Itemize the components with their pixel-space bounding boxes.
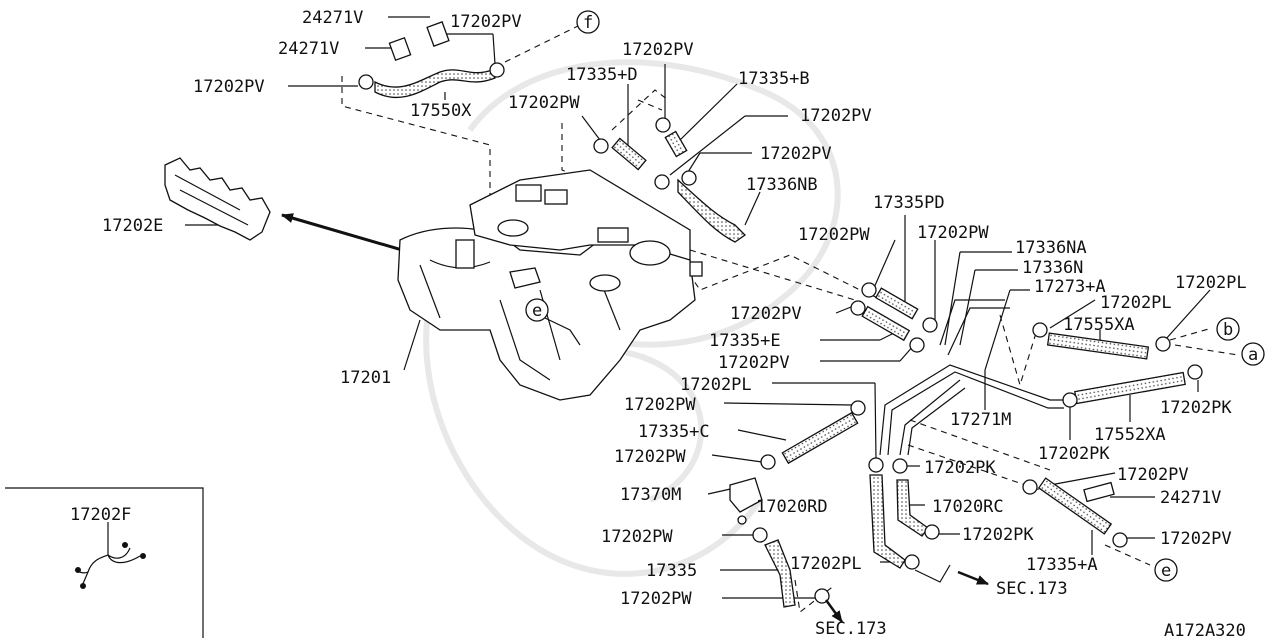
label-17202pw-c1: 17202PW bbox=[798, 225, 870, 245]
label-sec173-bottom: SEC.173 bbox=[815, 619, 887, 638]
label-17202pw-l3: 17202PW bbox=[601, 527, 673, 547]
hose-clamps bbox=[358, 62, 1203, 604]
label-17202pv-br1: 17202PV bbox=[1117, 465, 1189, 485]
label-17202pk-m: 17202PK bbox=[1038, 444, 1110, 464]
label-17336na: 17336NA bbox=[1015, 238, 1087, 258]
label-17271m: 17271M bbox=[950, 410, 1011, 430]
label-17273-a: 17273+A bbox=[1034, 277, 1106, 297]
label-24271v-second: 24271V bbox=[278, 39, 339, 59]
callout-e-bottom: e bbox=[1154, 558, 1178, 582]
label-17202f: 17202F bbox=[70, 505, 131, 525]
label-17202pv-mid: 17202PV bbox=[622, 40, 694, 60]
callout-e-tank-letter: e bbox=[532, 301, 542, 321]
label-17202e: 17202E bbox=[102, 216, 163, 236]
label-17202pv-left: 17202PV bbox=[193, 77, 265, 97]
label-17335-b: 17335+B bbox=[738, 69, 810, 89]
label-17202pv-br2: 17202PV bbox=[1160, 529, 1232, 549]
label-17335pd: 17335PD bbox=[873, 193, 945, 213]
label-17202pl-r2: 17202PL bbox=[1100, 293, 1172, 313]
label-24271v-right: 24271V bbox=[1160, 488, 1221, 508]
label-17202pk-r: 17202PK bbox=[1160, 398, 1232, 418]
callout-b-letter: b bbox=[1223, 320, 1233, 340]
label-17202pw-top: 17202PW bbox=[508, 93, 580, 113]
label-17335-e: 17335+E bbox=[709, 331, 781, 351]
label-17202pw-c2: 17202PW bbox=[917, 223, 989, 243]
sec-arrow-right bbox=[957, 570, 989, 586]
label-17336n: 17336N bbox=[1022, 258, 1083, 278]
sec-arrow-bottom bbox=[824, 599, 844, 623]
label-17201: 17201 bbox=[340, 368, 391, 388]
label-17202pv-r1: 17202PV bbox=[800, 106, 872, 126]
label-17202pk-b: 17202PK bbox=[962, 525, 1034, 545]
label-17202pw-l1: 17202PW bbox=[624, 395, 696, 415]
inset-box-17202f bbox=[5, 487, 204, 638]
label-17202pw-l2: 17202PW bbox=[614, 447, 686, 467]
label-17335-d: 17335+D bbox=[566, 65, 638, 85]
label-17202pv-c1: 17202PV bbox=[730, 304, 802, 324]
label-17202pl-mid: 17202PL bbox=[680, 375, 752, 395]
label-17202pv-c2: 17202PV bbox=[718, 353, 790, 373]
label-17202pl-r1: 17202PL bbox=[1175, 273, 1247, 293]
part-labels: 24271V 17202PV 24271V 17202PV 17550X 172… bbox=[70, 8, 1247, 638]
label-sec173-right: SEC.173 bbox=[996, 579, 1068, 599]
label-pads bbox=[388, 21, 1115, 503]
label-24271v-top: 24271V bbox=[302, 8, 363, 28]
label-17335-a: 17335+A bbox=[1026, 555, 1098, 575]
label-17202pv-r2: 17202PV bbox=[760, 144, 832, 164]
label-17202pv-top: 17202PV bbox=[450, 12, 522, 32]
callout-e-tank: e bbox=[525, 298, 549, 322]
fuel-tank bbox=[397, 169, 703, 401]
label-17336nb: 17336NB bbox=[746, 175, 818, 195]
callout-a: a bbox=[1241, 342, 1265, 366]
label-17552xa: 17552XA bbox=[1094, 425, 1166, 445]
label-17202pl-bot: 17202PL bbox=[790, 554, 862, 574]
label-17202pk-c: 17202PK bbox=[924, 458, 996, 478]
label-17555xa: 17555XA bbox=[1063, 315, 1135, 335]
callout-e-bottom-letter: e bbox=[1161, 561, 1171, 581]
callout-a-letter: a bbox=[1248, 345, 1258, 365]
fuel-tube-bracket-17202e bbox=[164, 157, 271, 241]
label-17020rc: 17020RC bbox=[932, 497, 1004, 517]
callout-f-letter: f bbox=[583, 13, 593, 33]
label-17020rd: 17020RD bbox=[756, 497, 828, 517]
label-17335: 17335 bbox=[646, 561, 697, 581]
diagram-id: A172A320 bbox=[1164, 621, 1246, 638]
label-17550x: 17550X bbox=[410, 101, 472, 121]
hoses-and-pipes bbox=[374, 69, 1186, 608]
label-17202pw-l4: 17202PW bbox=[620, 589, 692, 609]
callout-f: f bbox=[576, 10, 600, 34]
callout-b: b bbox=[1216, 317, 1240, 341]
label-17370m: 17370M bbox=[620, 485, 681, 505]
label-17335-c: 17335+C bbox=[638, 422, 710, 442]
